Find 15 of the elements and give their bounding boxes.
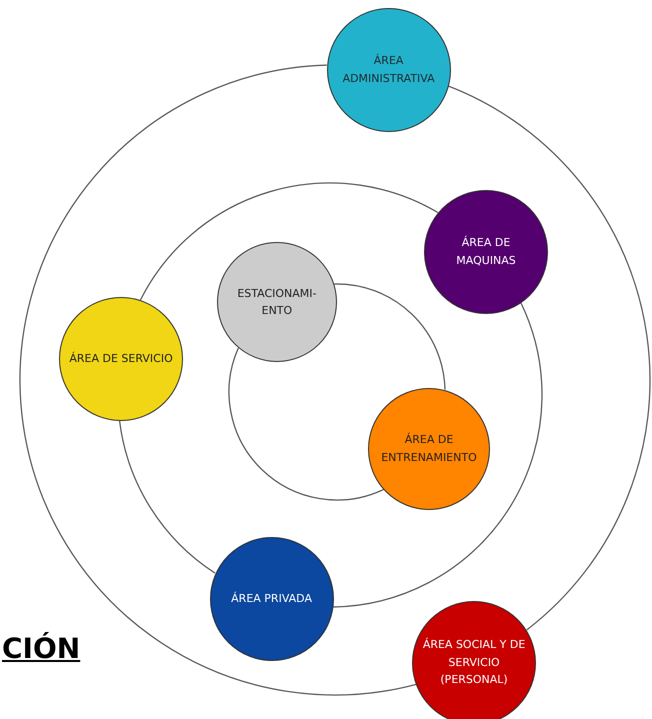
orbit-arc [448,86,650,630]
area-circle: ÁREA DE ENTRENAMIENTO [368,388,490,510]
orbit-arc [228,348,384,500]
area-circle: ÁREA DE MAQUINAS [424,190,548,314]
orbit-arc [140,182,438,300]
orbit-arc [119,420,216,574]
heading-text: CIÓN [2,632,80,665]
area-circle: ÁREA DE SERVICIO [59,296,184,421]
area-circle: ÁREA ADMINISTRATIVA [326,8,451,132]
orbit-arc [332,302,542,608]
area-circle: ESTACIONAMI- ENTO [216,242,337,362]
orbit-arc [334,283,446,390]
area-circle: ÁREA SOCIAL Y DE SERVICIO (PERSONAL) [412,600,536,719]
orbit-arc [20,64,416,696]
area-circle: ÁREA PRIVADA [210,536,334,661]
